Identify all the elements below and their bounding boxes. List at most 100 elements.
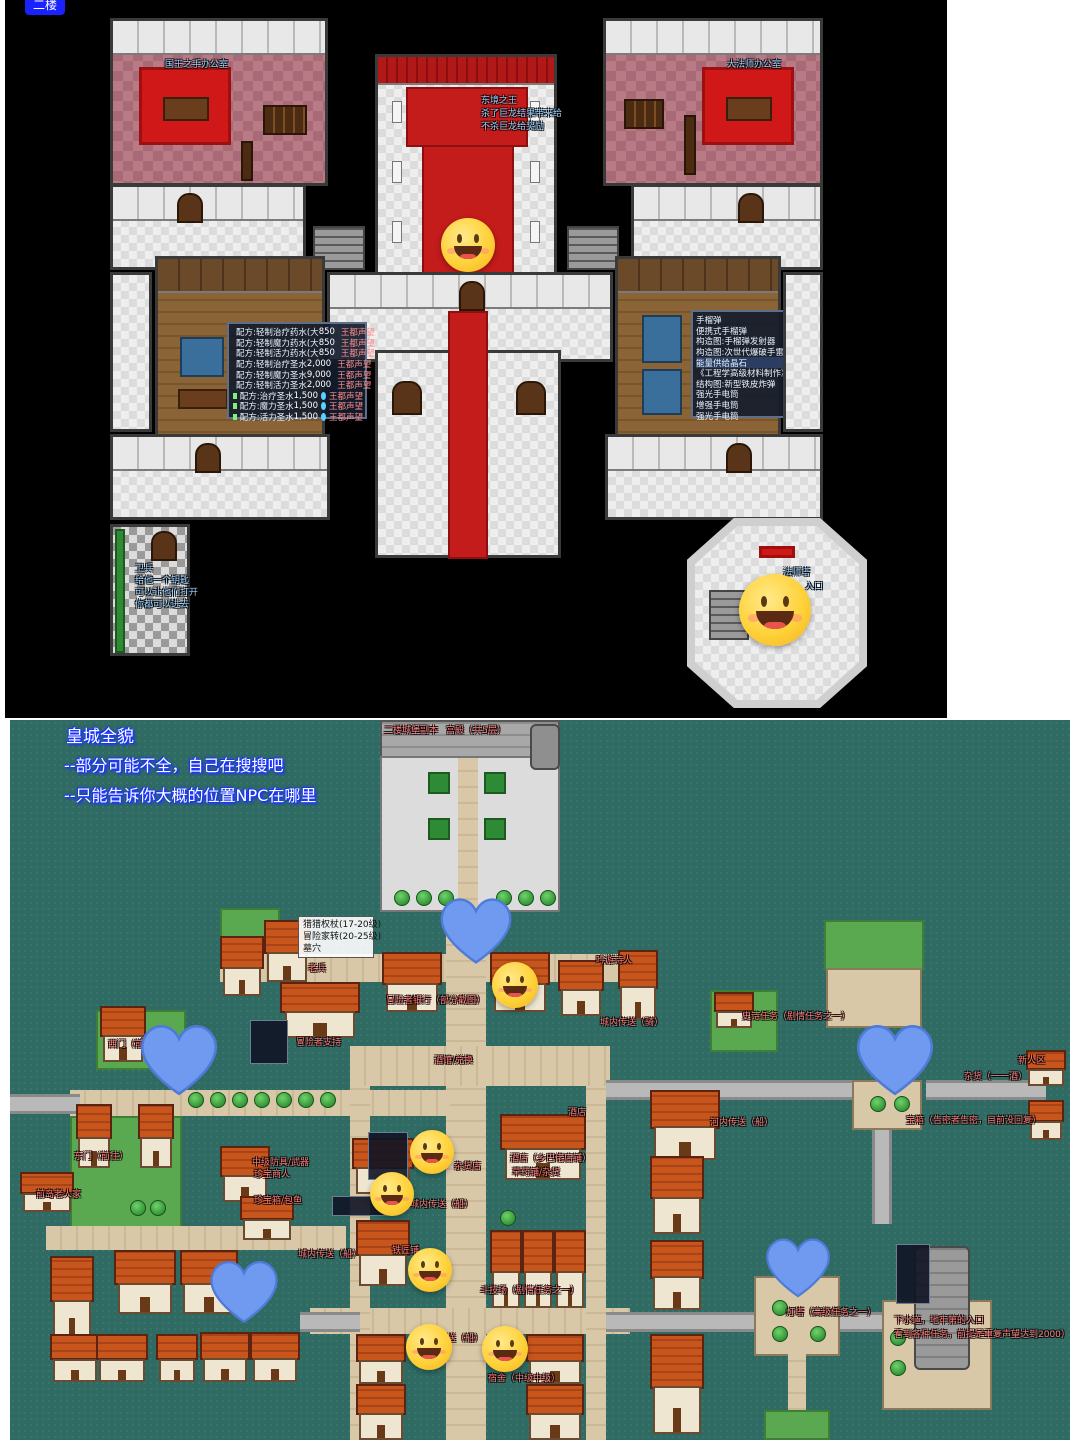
corridor-wall [608,437,820,471]
label-tavern: 酒店（乡巴佬店铺） [510,1154,592,1164]
heart-icon [436,892,516,968]
pillar [530,101,540,123]
guard-note-line: 可以让他们打开 [135,588,199,598]
smiley-icon [410,1130,454,1174]
coin-icon [320,391,326,400]
tree [890,1330,906,1346]
tree [772,1300,788,1316]
sw-road [46,1226,346,1250]
door [726,443,752,473]
house [50,1334,100,1382]
guard-note-line: 卫兵 [135,564,154,574]
label-new-person: 新人区 [1018,1056,1046,1066]
label-tower-note1: 下水道，地牢第的入口 [894,1316,985,1326]
recipe-icon [233,403,237,410]
palace-tower [530,724,560,770]
north-west-lawn [220,908,280,938]
label-mid-teleport: 城内传送（船） [410,1200,474,1210]
pier-lawn [764,1410,830,1440]
workshop-wall [158,259,322,293]
menu-item[interactable]: 结构图:新型铁皮炸弹 [696,379,776,390]
house [114,1250,176,1314]
hedge [484,772,506,794]
bookshelf [241,141,253,181]
palace-courtyard [380,756,560,914]
sewer-tower [914,1246,970,1370]
tower-note-line: 法师塔 [783,568,811,578]
tree [416,890,432,906]
house [138,1104,174,1168]
guard-room [110,524,190,656]
house [96,1334,148,1382]
work-table [642,369,682,415]
house [382,952,442,1012]
trainer-line: 猎猎权杖(17-20级) [303,920,382,930]
coin-icon [320,402,326,411]
label-inner-teleport: 城内传送（骑） [600,1018,664,1028]
office-rug [139,67,231,145]
label-castle-gate: 二楼城堡副本 [384,726,439,736]
tree [276,1092,292,1108]
smiley-icon [441,218,495,272]
office-wall [113,21,325,55]
throne-npc-line: 不杀巨龙给奖励 [481,122,545,132]
label-king-hand-office: 国王之手办公室 [165,60,229,70]
recipe-icon [233,392,237,399]
pillar [392,101,402,123]
menu-item[interactable]: 强光手电筒 [696,411,739,422]
tree [254,1092,270,1108]
bookshelf [624,99,664,129]
heart-icon [206,1254,282,1328]
npc-menu[interactable] [896,1244,930,1304]
main-avenue [446,914,486,1440]
right-corridor [631,184,823,270]
tree [894,1096,910,1112]
label-west-gate: 西门（前往） [108,1040,163,1050]
heart-icon [136,1018,222,1100]
history-house [714,992,754,1028]
work-table [178,389,228,409]
royal-city-map: 二楼城堡副本 宫殿（共5层） 皇城全貌 --部分可能不全，自己在搜搜吧 --只能… [10,720,1070,1440]
menu-item[interactable]: 构造图:手榴弹发射器 [696,337,776,348]
tavern-building [500,1114,586,1180]
house [356,1384,406,1440]
right-lower-corridor [605,434,823,520]
house [650,1334,704,1434]
menu-item[interactable]: 增强手电筒 [696,401,739,412]
label-herb-shop: 草药铺/杂货 [512,1168,561,1178]
label-bard: 吟游诗人 [596,956,633,966]
smiley-icon [408,1248,452,1292]
house [280,982,360,1038]
label-river-teleport: 河内传送（船） [710,1118,774,1128]
house [156,1334,198,1382]
tree [500,1210,516,1226]
label-guild-bank: 冒险者银行（部分截图） [386,996,486,1006]
menu-item[interactable]: 《工程学高级材料制作》 [696,369,790,380]
menu-item[interactable]: 强光手电筒 [696,390,739,401]
door [516,381,546,415]
menu-item[interactable]: 构造图:次世代爆破手雷 [696,348,784,359]
guard-note-line: 你都可以进去 [135,600,190,610]
house [554,1230,586,1308]
npc-menu[interactable] [250,1020,288,1064]
menu-item[interactable]: 能量供给晶石 [696,357,794,369]
menu-item[interactable]: 便携式手榴弹 [696,326,748,337]
house [558,960,604,1016]
heart-icon [762,1232,834,1302]
map-subtitle: --只能告诉你大概的位置NPC在哪里 [64,786,317,805]
tree [890,1360,906,1376]
tree [298,1092,314,1108]
menu-item[interactable]: 手榴弹 [696,316,722,327]
door [195,443,221,473]
trainer-line: 冒险家转(20-25级) [303,932,382,942]
